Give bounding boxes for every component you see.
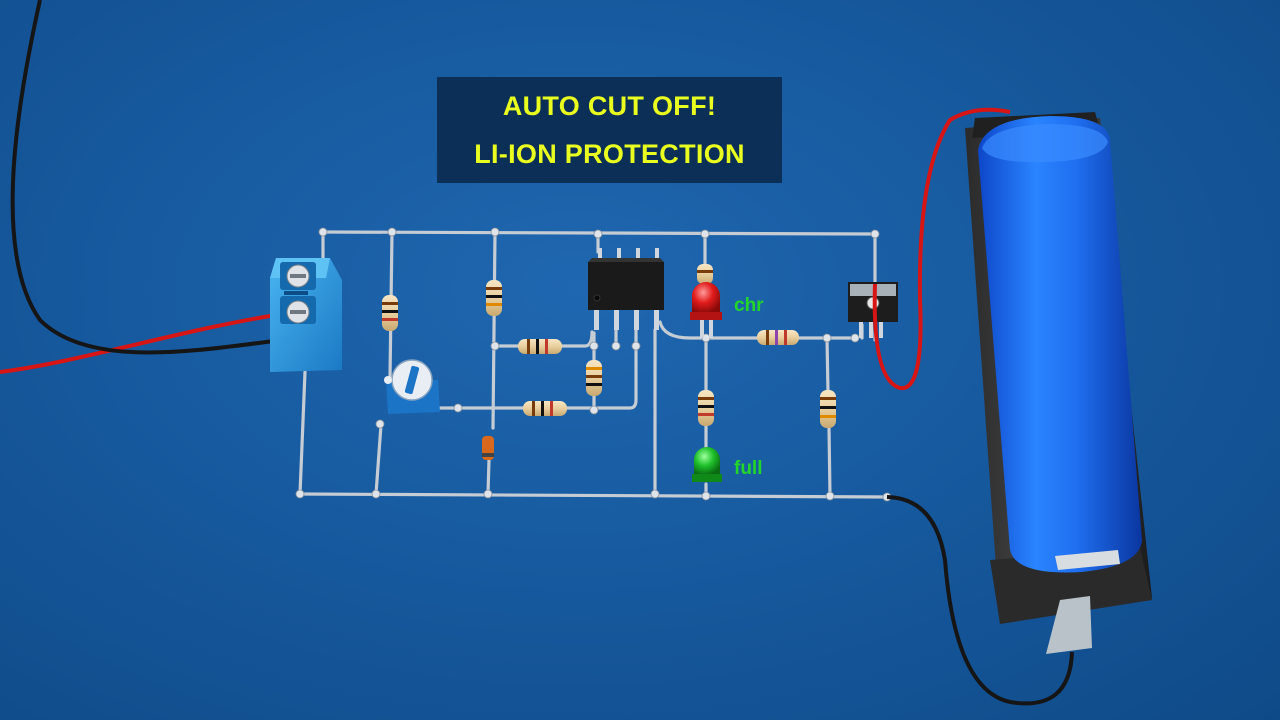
title-banner: AUTO CUT OFF! LI-ION PROTECTION bbox=[437, 77, 782, 183]
label-charging-led: chr bbox=[734, 295, 764, 316]
resistor-r1 bbox=[382, 295, 398, 331]
wire-battery-negative bbox=[886, 495, 1074, 706]
resistor-r5 bbox=[586, 360, 602, 396]
resistor-r6 bbox=[697, 264, 713, 284]
red-led-icon bbox=[690, 282, 722, 338]
resistor-r9 bbox=[820, 390, 836, 428]
solder-joints bbox=[295, 227, 892, 502]
title-line-2: LI-ION PROTECTION bbox=[474, 139, 745, 169]
diode-icon bbox=[482, 436, 494, 460]
resistor-r8 bbox=[698, 390, 714, 426]
li-ion-battery-icon bbox=[978, 116, 1142, 573]
title-line-1: AUTO CUT OFF! bbox=[502, 91, 717, 121]
battery-wires bbox=[872, 107, 1074, 706]
wire-battery-positive bbox=[872, 107, 1011, 391]
resistor-r2 bbox=[486, 280, 502, 316]
trimmer-potentiometer-icon bbox=[384, 359, 440, 414]
resistor-r7 bbox=[757, 330, 799, 345]
green-led-icon bbox=[692, 447, 722, 482]
wire-positive-input bbox=[0, 312, 283, 374]
wire-negative-input bbox=[10, 0, 283, 355]
ic-chip-icon bbox=[588, 248, 664, 330]
label-full-led: full bbox=[734, 458, 763, 479]
resistors bbox=[382, 264, 836, 428]
resistor-r4 bbox=[523, 401, 567, 416]
resistor-r3 bbox=[518, 339, 562, 354]
input-wires bbox=[0, 0, 283, 374]
screw-terminal-block-icon bbox=[270, 258, 342, 372]
